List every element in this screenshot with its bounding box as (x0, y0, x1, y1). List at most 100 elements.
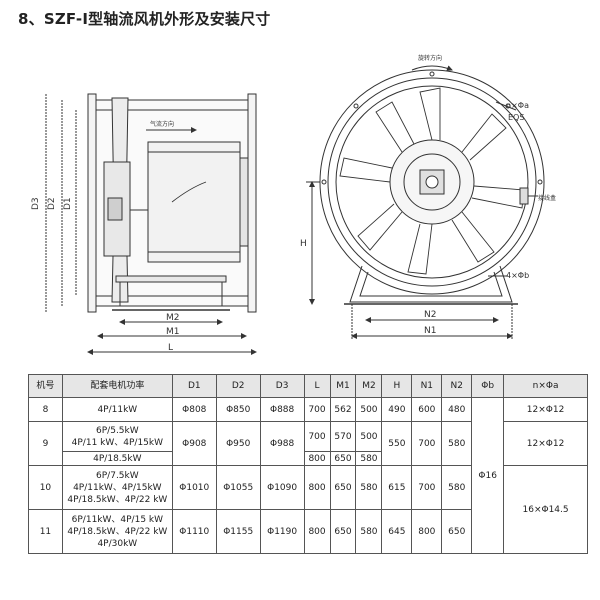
cell-m1: 650 (329, 509, 357, 554)
front-view (306, 65, 545, 340)
cell-m2: 500 (355, 421, 383, 452)
cell-no: 9 (28, 421, 63, 466)
label-n2: N2 (424, 310, 436, 320)
cell-na: 12×Φ12 (503, 397, 588, 422)
cell-l: 800 (303, 509, 331, 554)
cell-h: 550 (381, 421, 413, 466)
col-header: D1 (171, 374, 217, 398)
table-row: 10 6P/7.5kW 4P/11kW、4P/15kW 4P/18.5kW、4P… (28, 465, 588, 554)
cell-l: 700 (303, 397, 331, 422)
motor-line: 4P/11 kW、4P/15kW (71, 437, 164, 448)
cell-m1: 570 (329, 421, 357, 452)
col-header: D2 (215, 374, 261, 398)
table-header-row: 机号 配套电机功率 D1 D2 D3 L M1 M2 H N1 N2 Φb n×… (28, 374, 588, 398)
motor-line: 4P/30kW (97, 538, 138, 549)
label-holes: n×Φa (506, 101, 529, 110)
col-header: M2 (355, 374, 383, 398)
label-m2: M2 (166, 313, 180, 323)
cell-motor: 6P/11kW、4P/15 kW 4P/18.5kW、4P/22 kW 4P/3… (61, 509, 173, 554)
cell-n2: 480 (441, 397, 473, 422)
cell-n2: 580 (441, 421, 473, 466)
page-title: 8、SZF-Ⅰ型轴流风机外形及安装尺寸 (18, 10, 271, 28)
cell-n1: 600 (411, 397, 443, 422)
cell-m1: 650 (329, 465, 357, 510)
cell-h: 615 (381, 465, 413, 510)
table-row: 4P/18.5kW 800 650 580 (29, 451, 588, 466)
cell-d2: Φ1055 (215, 465, 261, 510)
label-eqs: EQS (508, 113, 524, 122)
cell-n2: 650 (441, 509, 473, 554)
cell-d1: Φ1110 (171, 509, 217, 554)
cell-motor: 6P/7.5kW 4P/11kW、4P/15kW 4P/18.5kW、4P/22… (61, 465, 173, 510)
cell-na: 12×Φ12 (503, 421, 588, 466)
cell-n1: 700 (411, 421, 443, 466)
cell-na: 16×Φ14.5 (503, 465, 588, 554)
cell-d2: Φ850 (215, 397, 261, 422)
cell-no: 11 (28, 509, 63, 554)
motor-line: 4P/18.5kW (93, 453, 142, 464)
motor-line: 6P/7.5kW (96, 470, 139, 481)
col-header: M1 (329, 374, 357, 398)
cell-n2: 580 (441, 465, 473, 510)
table-row: 9 6P/5.5kW 4P/11 kW、4P/15kW Φ908 Φ950 Φ9… (28, 421, 588, 466)
fan-dimension-drawing: D3 D2 D1 M2 M1 L 气流方向 (31, 54, 556, 355)
label-d3: D3 (31, 197, 41, 210)
table-row: 8 4P/11kW Φ808 Φ850 Φ888 700 562 500 490… (28, 397, 588, 554)
motor-line: 4P/18.5kW、4P/22 kW (67, 494, 168, 505)
cell-d1: Φ908 (171, 421, 217, 466)
col-header: L (303, 374, 331, 398)
col-header: Φb (471, 374, 505, 398)
cell-l: 800 (303, 465, 331, 510)
cell-l: 700 (303, 421, 331, 452)
col-header: N2 (441, 374, 473, 398)
cell-motor: 4P/11kW (61, 397, 173, 422)
col-header: n×Φa (503, 374, 588, 398)
cell-l: 800 (303, 451, 331, 466)
cell-m2: 580 (355, 465, 383, 510)
cell-h: 645 (381, 509, 413, 554)
col-header: N1 (411, 374, 443, 398)
label-rotation: 旋转方向 (418, 54, 442, 62)
cell-h: 490 (381, 397, 413, 422)
col-header: H (381, 374, 413, 398)
cell-d1: Φ1010 (171, 465, 217, 510)
cell-phi-b: Φ16 (471, 397, 505, 554)
cell-d3: Φ1090 (259, 465, 305, 510)
cell-motor: 6P/5.5kW 4P/11 kW、4P/15kW (61, 421, 173, 452)
cell-m1: 562 (329, 397, 357, 422)
col-header: 机号 (28, 374, 63, 398)
cell-motor: 4P/18.5kW (61, 451, 173, 466)
cell-d3: Φ888 (259, 397, 305, 422)
motor-line: 4P/18.5kW、4P/22 kW (67, 526, 168, 537)
col-header: D3 (259, 374, 305, 398)
side-view (45, 93, 257, 355)
cell-no: 10 (28, 465, 63, 510)
cell-m2: 580 (355, 451, 383, 466)
cell-no: 8 (28, 397, 63, 422)
col-header: 配套电机功率 (61, 374, 173, 398)
dimension-table: 机号 配套电机功率 D1 D2 D3 L M1 M2 H N1 N2 Φb n×… (28, 374, 588, 554)
motor-line: 6P/5.5kW (96, 425, 139, 436)
label-foot-holes: 4×Φb (506, 271, 529, 280)
cell-m2: 580 (355, 509, 383, 554)
cell-n1: 700 (411, 465, 443, 510)
cell-n1: 800 (411, 509, 443, 554)
label-m1: M1 (166, 327, 180, 337)
cell-m1: 650 (329, 451, 357, 466)
label-junction-box: 接线盒 (538, 194, 556, 202)
cell-d1: Φ808 (171, 397, 217, 422)
label-h: H (300, 239, 307, 249)
cell-d2: Φ1155 (215, 509, 261, 554)
table-row: 11 6P/11kW、4P/15 kW 4P/18.5kW、4P/22 kW 4… (28, 509, 588, 554)
cell-d3: Φ1190 (259, 509, 305, 554)
cell-m2: 500 (355, 397, 383, 422)
label-airflow: 气流方向 (150, 120, 174, 128)
motor-line: 6P/11kW、4P/15 kW (71, 514, 164, 525)
label-d1: D1 (63, 197, 73, 210)
motor-line: 4P/11kW、4P/15kW (73, 482, 162, 493)
cell-d2: Φ950 (215, 421, 261, 466)
motor-line: 4P/11kW (97, 404, 138, 415)
label-l: L (168, 343, 173, 353)
cell-d3: Φ988 (259, 421, 305, 466)
label-d2: D2 (47, 197, 57, 210)
